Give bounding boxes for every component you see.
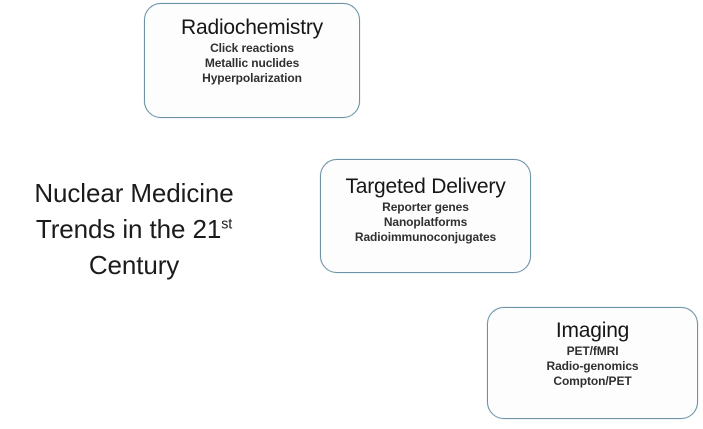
trend-box-title: Radiochemistry xyxy=(181,16,323,39)
list-item: Hyperpolarization xyxy=(202,71,302,85)
list-item: Radioimmunoconjugates xyxy=(354,230,497,244)
list-item: Nanoplatforms xyxy=(383,215,468,229)
page-title-ordinal-suffix: st xyxy=(221,216,233,233)
page-title-line-3: Century xyxy=(88,250,180,280)
page-title-line-2-text: Trends in the 21 xyxy=(35,214,222,244)
list-item: Compton/PET xyxy=(553,374,632,388)
trend-box-targeted-delivery[interactable]: Targeted Delivery Reporter genes Nanopla… xyxy=(320,159,531,273)
trend-box-item-list: Reporter genes Nanoplatforms Radioimmuno… xyxy=(321,200,530,245)
page-title: Nuclear Medicine Trends in the 21st Cent… xyxy=(0,175,268,283)
list-item: Metallic nuclides xyxy=(204,56,300,70)
page-title-line-2: Trends in the 21st xyxy=(0,211,268,247)
list-item: PET/fMRI xyxy=(566,344,619,358)
trend-box-title: Imaging xyxy=(555,319,630,342)
list-item: Radio-genomics xyxy=(546,359,639,373)
list-item: Reporter genes xyxy=(382,200,469,214)
trend-box-radiochemistry[interactable]: Radiochemistry Click reactions Metallic … xyxy=(144,3,360,118)
trend-box-title: Targeted Delivery xyxy=(345,175,506,198)
list-item: Click reactions xyxy=(210,41,294,55)
page-title-line-1: Nuclear Medicine xyxy=(34,178,234,208)
trend-box-item-list: PET/fMRI Radio-genomics Compton/PET xyxy=(488,344,697,389)
trend-box-imaging[interactable]: Imaging PET/fMRI Radio-genomics Compton/… xyxy=(487,307,698,419)
trend-box-item-list: Click reactions Metallic nuclides Hyperp… xyxy=(145,41,359,86)
